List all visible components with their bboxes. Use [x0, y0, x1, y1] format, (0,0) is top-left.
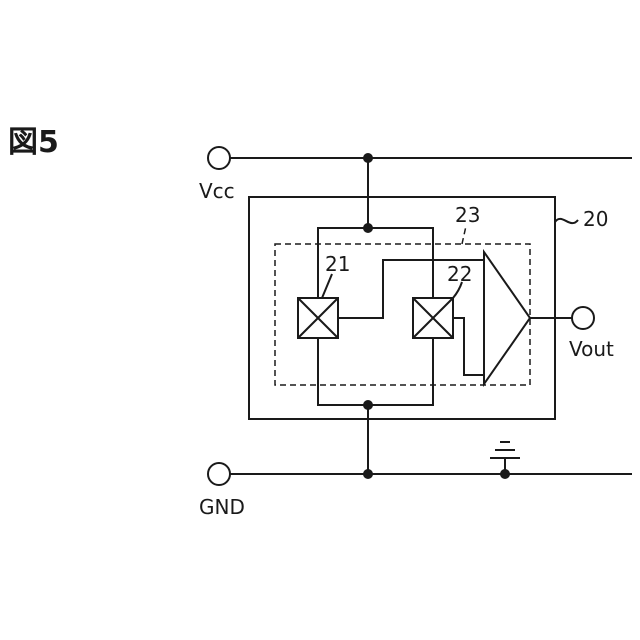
gnd-junction	[363, 469, 373, 479]
element-21	[298, 298, 338, 338]
figure-label: 図5	[8, 125, 59, 160]
vout-label: Vout	[569, 337, 614, 361]
element-22	[413, 298, 453, 338]
element-21-label: 21	[325, 252, 350, 276]
gnd-label: GND	[199, 495, 245, 519]
vcc-junction	[363, 153, 373, 163]
element-22-label: 22	[447, 262, 472, 286]
detector-label: 23	[455, 203, 480, 227]
gnd-terminal	[208, 463, 230, 485]
vout-terminal	[572, 307, 594, 329]
vcc-label: Vcc	[199, 179, 235, 203]
module-leader	[555, 219, 578, 223]
module-label: 20	[583, 207, 608, 231]
vcc-terminal	[208, 147, 230, 169]
